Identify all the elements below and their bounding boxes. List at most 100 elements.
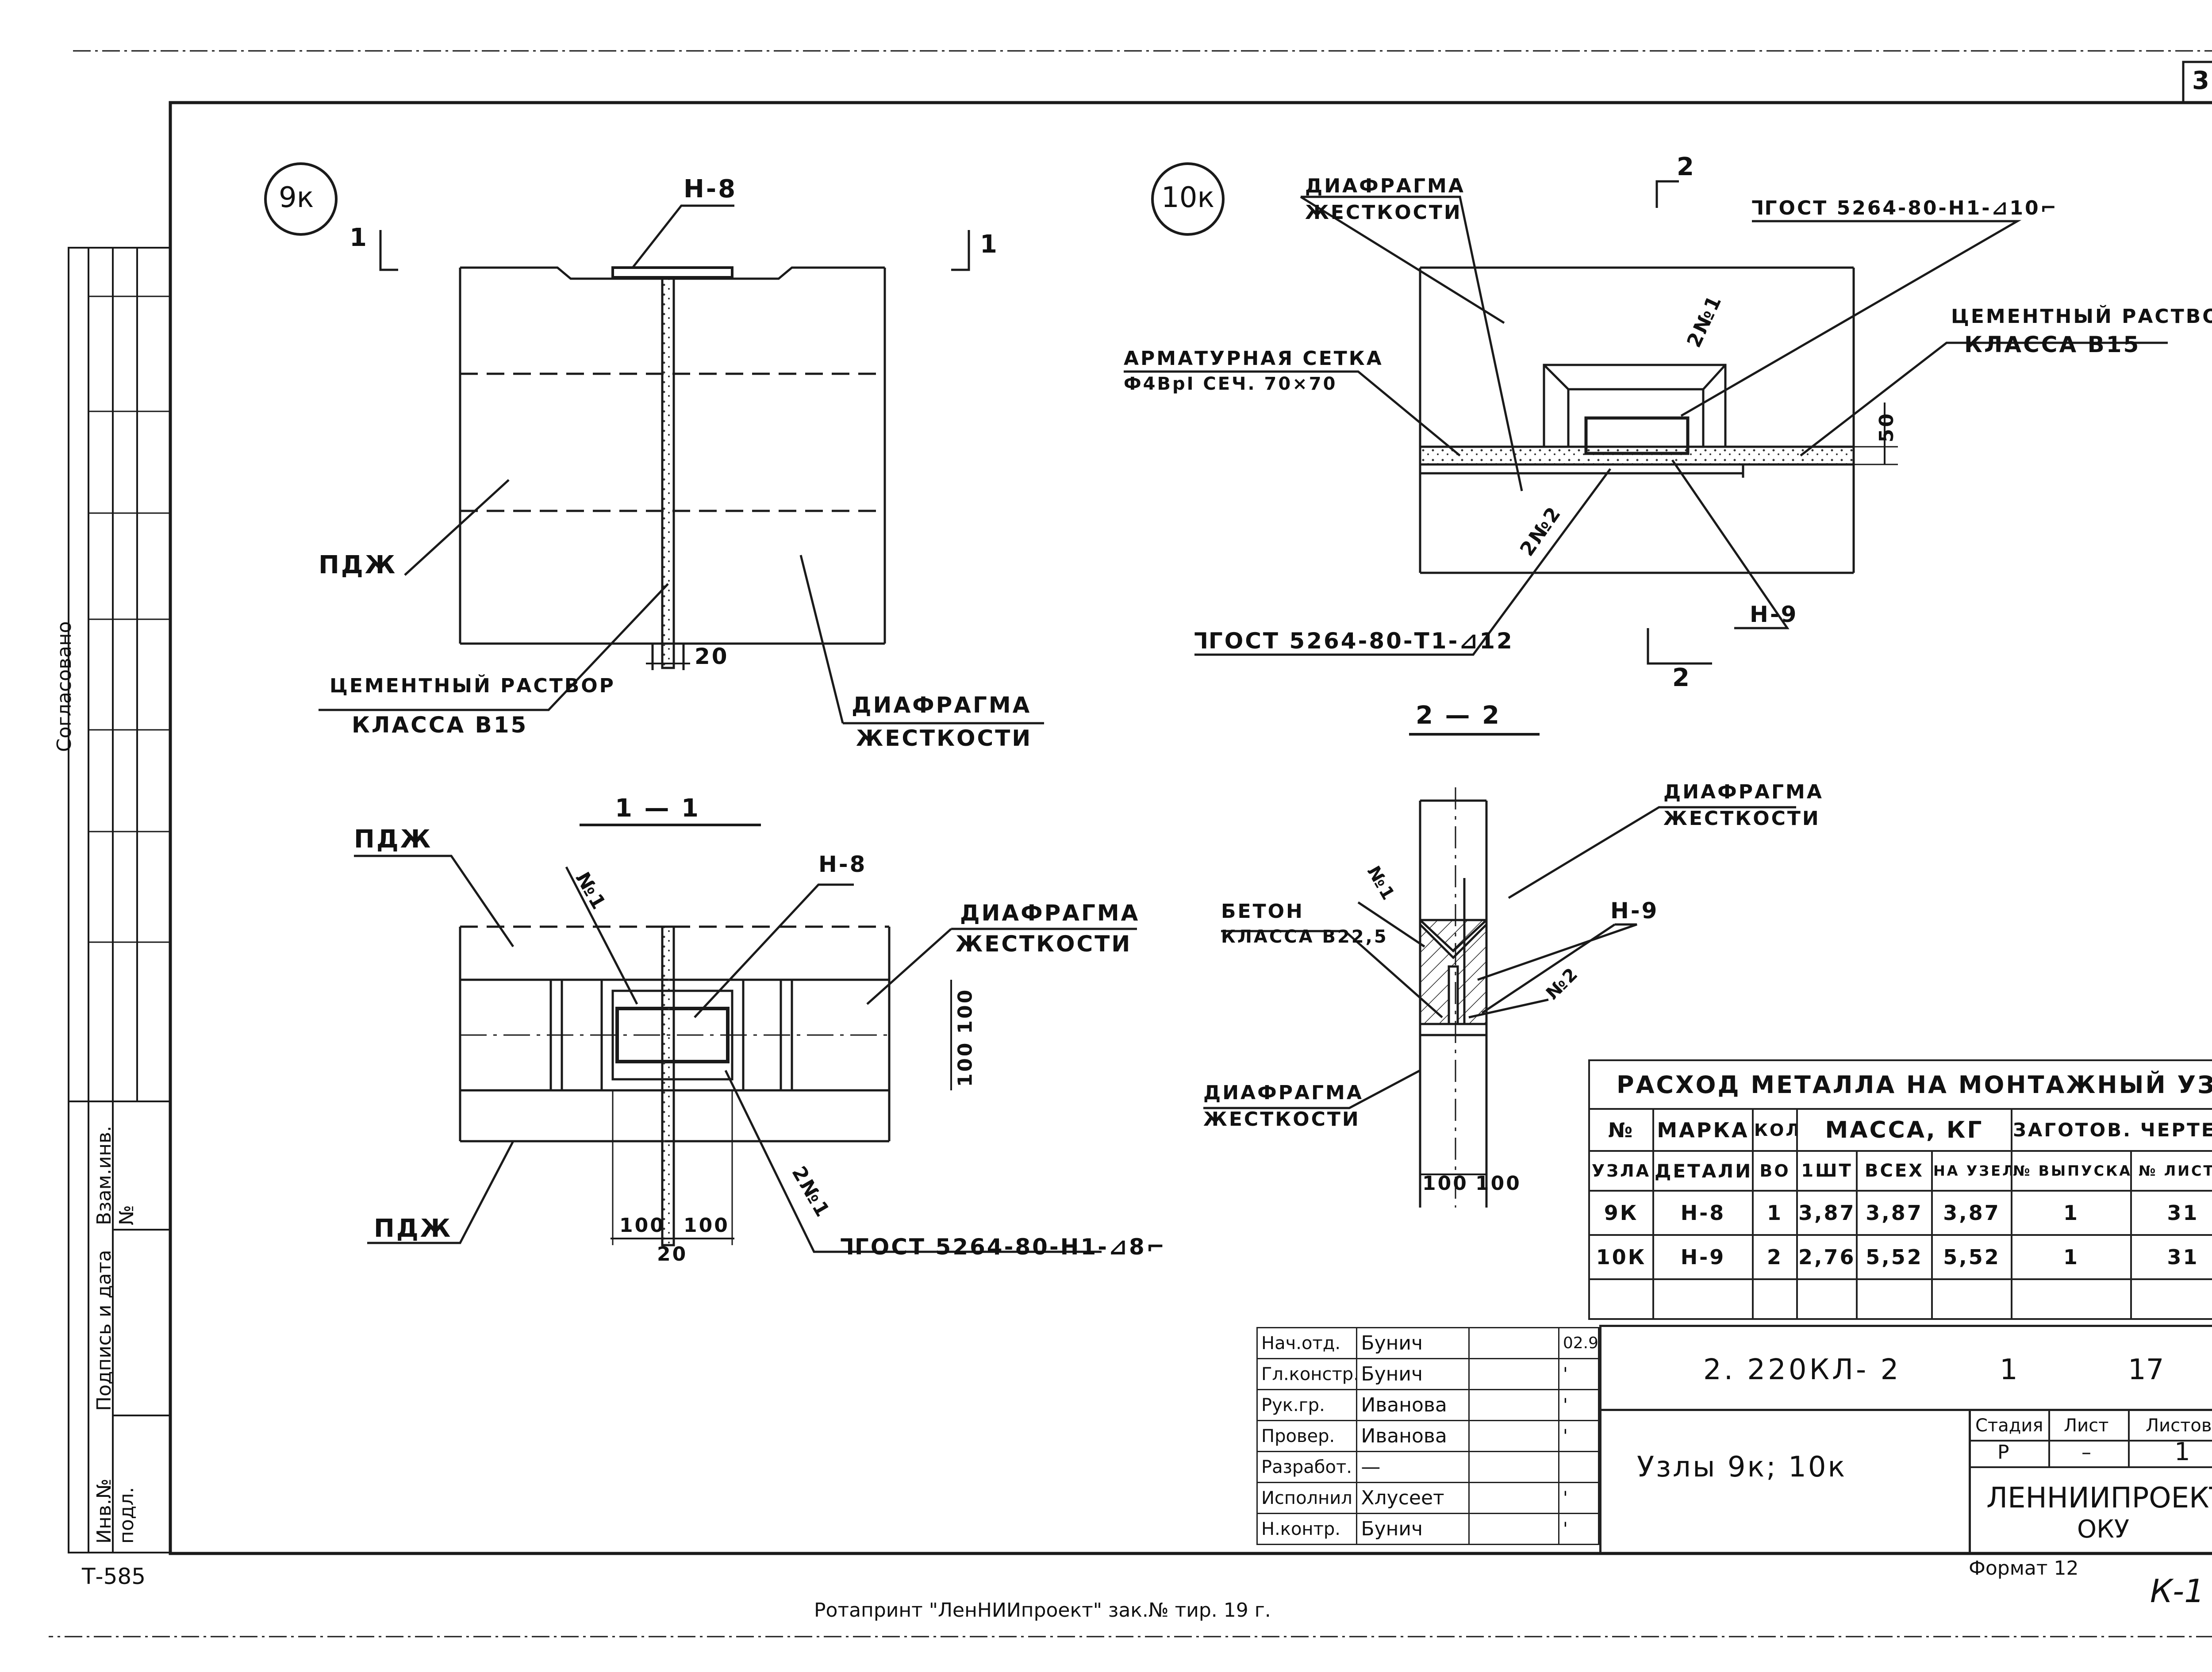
h-node-1: № <box>1588 1108 1654 1152</box>
section11-pdzh-top: ПДЖ <box>354 825 433 854</box>
stage-value: Р <box>1997 1441 2009 1464</box>
node-10k-mortar-1: ЦЕМЕНТНЫЙ РАСТВОР <box>1951 305 2212 328</box>
node-9k-circle <box>264 162 338 236</box>
h-sheet: № ЛИСТА <box>2130 1150 2212 1192</box>
section11-pdzh-bottom: ПДЖ <box>374 1214 453 1243</box>
inventory-number: Т-585 <box>82 1564 146 1589</box>
stamp-name: Иванова <box>1356 1389 1470 1421</box>
stamp-date: ' <box>1558 1389 1600 1421</box>
node-9k-diaphragm-1: ДИАФРАГМА <box>852 692 1032 718</box>
leader-mortar-9k <box>319 583 669 711</box>
section11-dim100-right-top: 100 <box>954 988 977 1034</box>
leader-n8-9k <box>632 204 734 268</box>
cell-mark: Н-8 <box>1652 1190 1754 1236</box>
stamp-signature <box>1468 1420 1559 1452</box>
sheet-number: 33 <box>2192 66 2212 95</box>
cell-sheet: 31 <box>2130 1234 2212 1280</box>
stamp-role: Нач.отд. <box>1256 1327 1358 1359</box>
stage-row-line-1 <box>1969 1440 2212 1442</box>
side-label-signature: Подпись и дата <box>93 1250 115 1411</box>
section11-dim20: 20 <box>657 1243 688 1266</box>
leader-pdzh-9k <box>404 479 510 576</box>
sheet-value: – <box>2081 1441 2091 1464</box>
section11-diaphragm-1: ДИАФРАГМА <box>960 900 1140 926</box>
drawing-name: Узлы 9к; 10к <box>1637 1451 1847 1484</box>
section11-dim100-left: 100 <box>619 1214 665 1237</box>
printer-note: Ротапринт "ЛенНИИпроект" зак.№ тир. 19 г… <box>814 1599 1271 1622</box>
cell-node: 10К <box>1588 1234 1654 1280</box>
title-block-vdivider <box>1969 1409 1971 1553</box>
stamp-signature <box>1468 1327 1559 1359</box>
section11-diaphragm-2: ЖЕСТКОСТИ <box>956 931 1132 957</box>
node-10k-circle <box>1151 162 1225 236</box>
stamp-role: Провер. <box>1256 1420 1358 1452</box>
organization-line2: ОКУ <box>2077 1515 2129 1544</box>
stamp-signature <box>1468 1358 1559 1390</box>
drawing-code-issue: 1 <box>2000 1354 2018 1386</box>
h-blank: ЗАГОТОВ. ЧЕРТЕЖ <box>2010 1108 2212 1152</box>
part-n8-plate <box>611 266 733 279</box>
stage-col-line-2 <box>2128 1411 2130 1468</box>
node-9k-mortar-joint <box>661 277 675 669</box>
sheet-header: Лист <box>2064 1415 2109 1436</box>
section22-concrete-1: БЕТОН <box>1221 900 1304 923</box>
part-n9-10k <box>1584 416 1690 455</box>
cell-issue: 1 <box>2011 1190 2132 1236</box>
h-one: 1ШТ <box>1796 1150 1858 1192</box>
h-all: ВСЕХ <box>1856 1150 1933 1192</box>
stamp-name: Бунич <box>1356 1513 1470 1545</box>
cell-one: 2,76 <box>1796 1234 1858 1280</box>
node-9k-mortar-1: ЦЕМЕНТНЫЙ РАСТВОР <box>330 675 615 697</box>
node-10k-dim50: 50 <box>1875 411 1898 443</box>
section22-part: Н-9 <box>1610 898 1659 924</box>
cell-qty: 1 <box>1752 1190 1798 1236</box>
node-10k-gost-bottom: ⅂ГОСТ 5264-80-Т1-⊿12 <box>1194 628 1514 654</box>
stamp-date: ' <box>1558 1482 1600 1514</box>
node-10k-mesh-1: АРМАТУРНАЯ СЕТКА <box>1124 347 1383 370</box>
stamp-name: Хлусеет <box>1356 1482 1470 1514</box>
sheets-value: 1 <box>2174 1438 2190 1466</box>
node-9k-section-mark-right: 1 <box>980 230 999 259</box>
cell-issue: 1 <box>2011 1234 2132 1280</box>
cell-per-node: 5,52 <box>1931 1234 2012 1280</box>
title-block-divider <box>1599 1409 2212 1411</box>
node-9k-label: 9к <box>279 181 314 214</box>
h-issue: № ВЫПУСКА <box>2011 1150 2132 1192</box>
section22-diaphragm-bot-1: ДИАФРАГМА <box>1203 1081 1363 1104</box>
section22-concrete-2: КЛАССА В22,5 <box>1221 927 1388 947</box>
section22-diaphragm-top-1: ДИАФРАГМА <box>1663 781 1824 803</box>
section22-diaphragm-bot-2: ЖЕСТКОСТИ <box>1203 1108 1360 1131</box>
stamp-date: ' <box>1558 1420 1600 1452</box>
stage-col-line-1 <box>2048 1411 2050 1468</box>
stamp-signature <box>1468 1513 1559 1545</box>
stamp-name: Иванова <box>1356 1420 1470 1452</box>
stamp-name: Бунич <box>1356 1358 1470 1390</box>
node-10k-diaphragm-1: ДИАФРАГМА <box>1305 175 1465 197</box>
stamp-date <box>1558 1451 1600 1483</box>
cell-mark: Н-9 <box>1652 1234 1754 1280</box>
node-10k-mortar-2: КЛАССА В15 <box>1964 332 2141 357</box>
node-9k-pdzh: ПДЖ <box>319 551 397 579</box>
agreed-label: Согласовано <box>53 621 76 752</box>
node-10k-part: Н-9 <box>1750 602 1798 627</box>
cell-node: 9К <box>1588 1190 1654 1236</box>
node10k-cap <box>1543 364 1727 447</box>
title-block <box>1599 1325 2212 1553</box>
cell-all: 3,87 <box>1856 1190 1933 1236</box>
section11-dim100-right: 100 <box>684 1214 730 1237</box>
h-qty-1: КОЛ- <box>1752 1108 1798 1152</box>
node-9k-dim20: 20 <box>695 644 729 669</box>
section11-part: Н-8 <box>818 851 867 877</box>
outer-trim-line <box>49 50 2212 1637</box>
section11-dim100-right-bottom: 100 <box>954 1041 977 1087</box>
node-9k-part: Н-8 <box>684 175 737 203</box>
leader-diaphragm-9k <box>799 555 1044 725</box>
section11-title: 1 — 1 <box>615 794 700 823</box>
format-label: Формат 12 <box>1969 1557 2079 1580</box>
node-10k-section-mark-bottom: 2 <box>1672 663 1691 692</box>
side-label-replacement: Взам.инв. № <box>93 1125 138 1225</box>
node-10k-gost-top: ⅂ГОСТ 5264-80-Н1-⊿10⌐ <box>1752 197 2058 219</box>
left-margin-strip <box>68 247 171 1553</box>
stamp-date: ' <box>1558 1358 1600 1390</box>
